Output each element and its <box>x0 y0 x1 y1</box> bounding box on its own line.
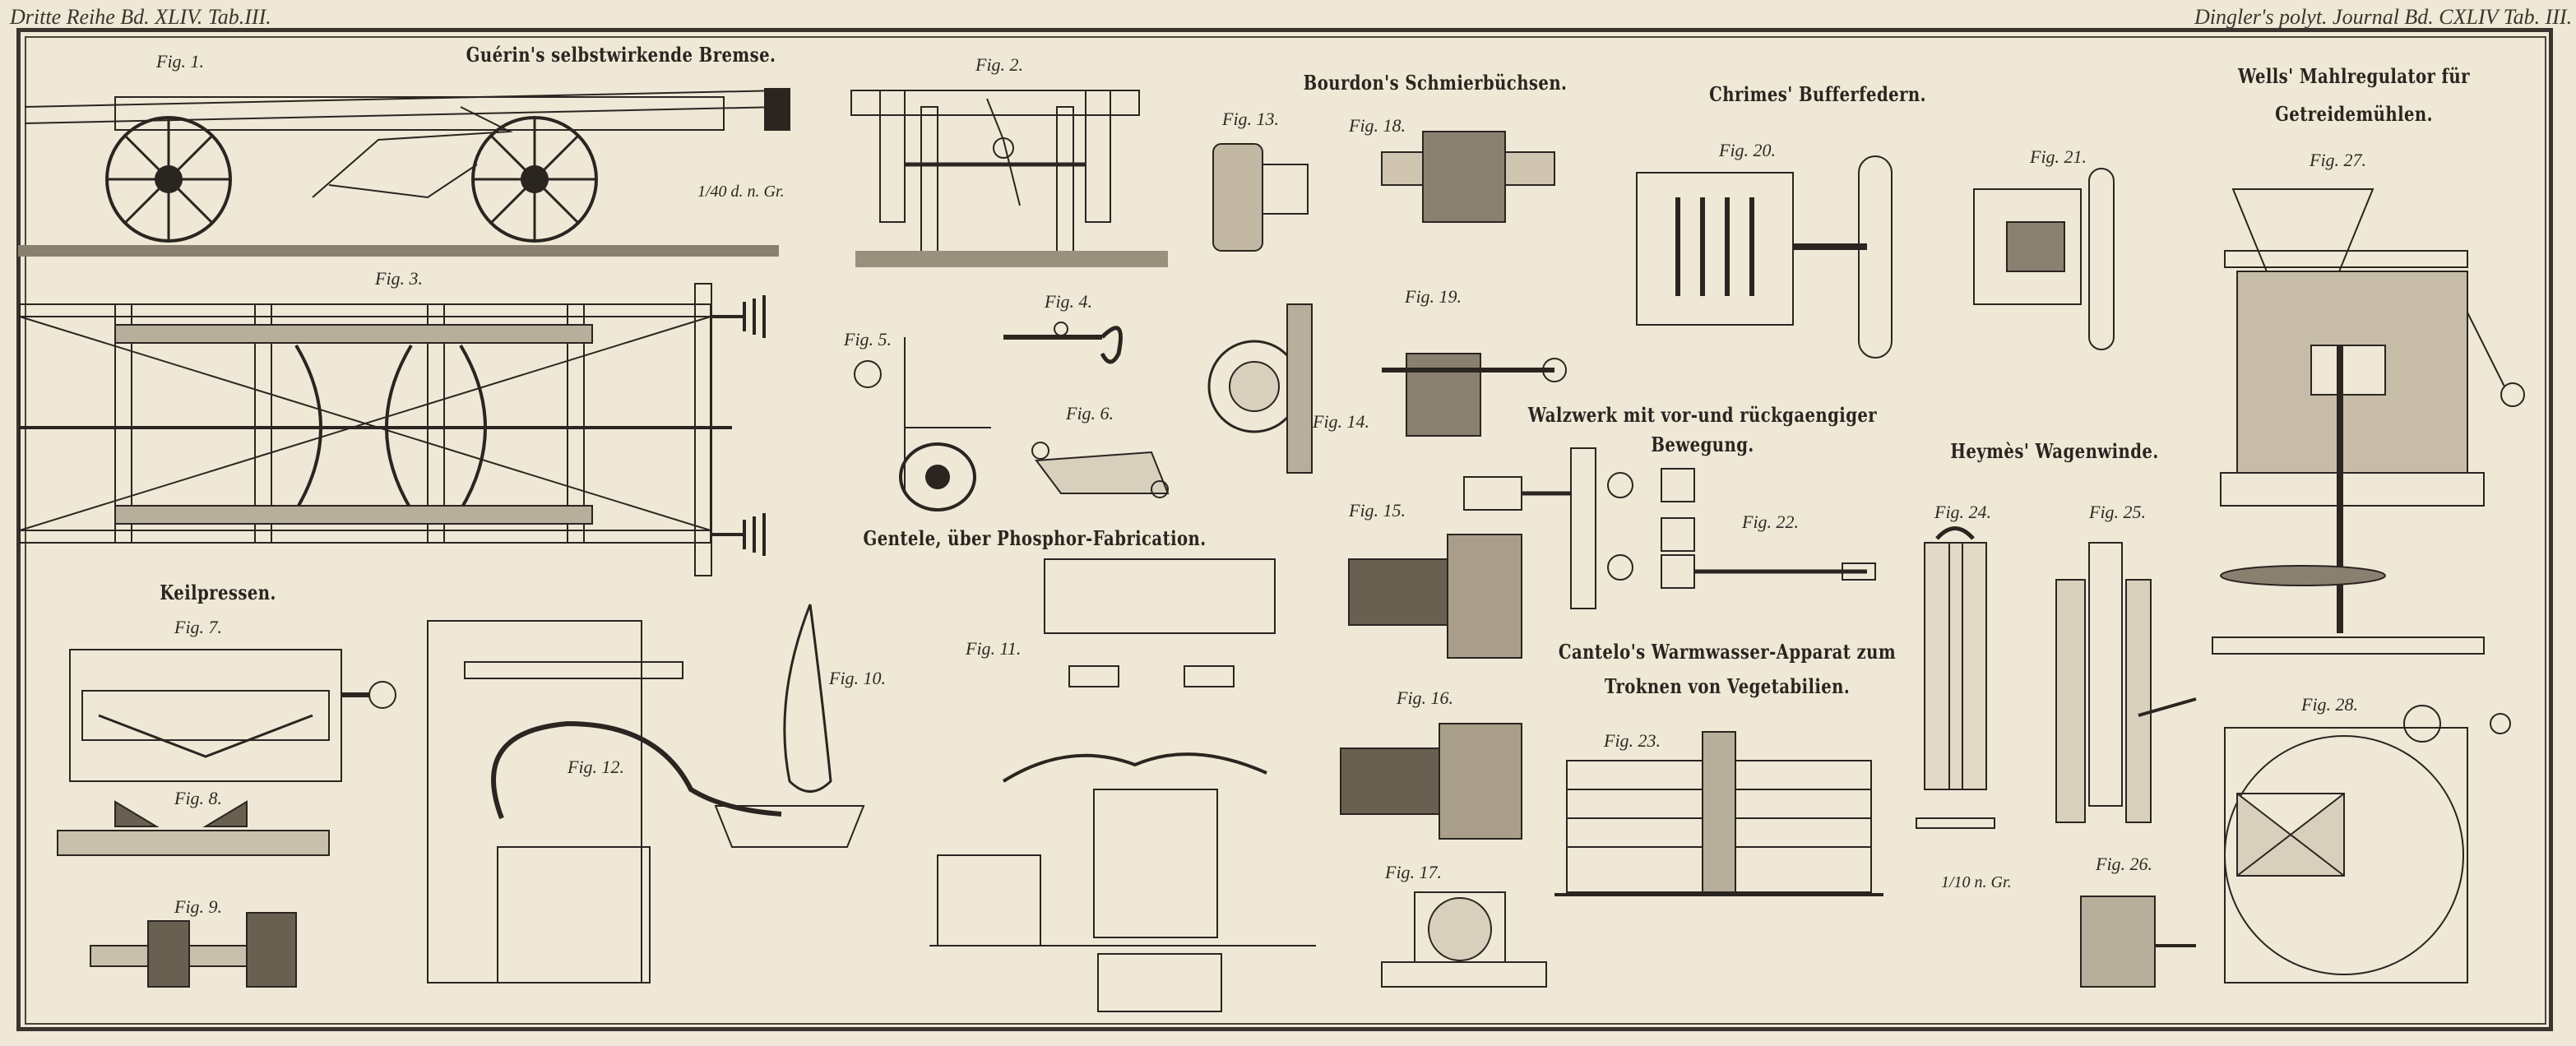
fig21-buffer-spring <box>1974 169 2114 349</box>
fig-label-13: Fig. 13. <box>1222 109 1280 129</box>
fig14-axle-box-section <box>1209 304 1312 473</box>
title-chrimes-buffer-springs: Chrimes' Bufferfedern. <box>1709 82 1926 106</box>
fig24-wagon-jack <box>1916 529 1995 829</box>
fig28-mill-regulator-plan <box>2225 706 2510 983</box>
fig-label-5: Fig. 5. <box>844 329 892 349</box>
title-guerin-brake: Guérin's selbstwirkende Bremse. <box>466 43 776 67</box>
fig1-brake-side-view <box>18 89 790 257</box>
fig-label-12: Fig. 12. <box>568 757 625 777</box>
fig-label-9: Fig. 9. <box>174 896 223 917</box>
fig-label-24: Fig. 24. <box>1934 502 1992 522</box>
fig-label-14: Fig. 14. <box>1313 411 1370 432</box>
fig-label-10: Fig. 10. <box>829 668 887 688</box>
fig18-lubricator <box>1382 132 1554 222</box>
fig-label-22: Fig. 22. <box>1742 511 1800 532</box>
fig16-lubricator-section <box>1341 724 1522 839</box>
fig19-lubricator <box>1382 354 1566 436</box>
fig17-bearing <box>1382 892 1546 987</box>
fig5-lever-ratchet <box>855 337 991 510</box>
fig26-wagon-jack-plan <box>2081 896 2196 987</box>
fig-label-19: Fig. 19. <box>1405 286 1462 307</box>
fig-label-25: Fig. 25. <box>2089 502 2147 522</box>
fig-label-4: Fig. 4. <box>1045 291 1093 312</box>
fig-label-3: Fig. 3. <box>375 268 424 289</box>
fig-label-20: Fig. 20. <box>1719 140 1777 160</box>
fig25-wagon-jack <box>2056 543 2196 822</box>
title-cantelo-2: Troknen von Vegetabilien. <box>1604 674 1851 698</box>
fig22-rolling-mill <box>1464 448 1875 609</box>
fig-label-6: Fig. 6. <box>1066 403 1114 423</box>
plate-header-right: Dingler's polyt. Journal Bd. CXLIV Tab. … <box>2194 5 2573 29</box>
fig12-retort-furnace <box>428 621 864 983</box>
plate-header-left: Dritte Reihe Bd. XLIV. Tab.III. <box>10 5 271 29</box>
fig27-mill-regulator <box>2212 189 2524 654</box>
fig-label-1: Fig. 1. <box>156 51 205 72</box>
fig3-brake-plan-view <box>20 284 764 576</box>
fig-label-15: Fig. 15. <box>1349 500 1406 521</box>
title-wells-regulator-2: Getreidemühlen. <box>2275 102 2433 126</box>
title-bourdon-lubricators: Bourdon's Schmierbüchsen. <box>1303 71 1568 95</box>
fig-label-26: Fig. 26. <box>2096 854 2153 874</box>
plate-outer-border <box>16 28 2553 1031</box>
title-walzwerk-1: Walzwerk mit vor-und rückgaengiger <box>1527 403 1878 427</box>
fig15-lubricator-section <box>1349 535 1522 658</box>
fig-label-2: Fig. 2. <box>975 54 1024 75</box>
title-walzwerk-2: Bewegung. <box>1651 433 1754 456</box>
fig7-wedge-press <box>70 650 396 781</box>
fig11-phosphor-apparatus <box>929 559 1316 1011</box>
fig9-wedge-screw <box>90 913 296 987</box>
fig10-retort-flask <box>785 604 831 792</box>
fig-label-28: Fig. 28. <box>2301 694 2359 715</box>
fig-label-23: Fig. 23. <box>1604 730 1661 751</box>
title-heymes-jack: Heymès' Wagenwinde. <box>1950 439 2159 463</box>
title-cantelo-1: Cantelo's Warmwasser-Apparat zum <box>1558 640 1897 664</box>
fig23-warm-water-dryer <box>1554 732 1883 895</box>
fig-label-27: Fig. 27. <box>2310 150 2367 170</box>
title-wells-regulator-1: Wells' Mahlregulator für <box>2238 64 2470 88</box>
fig6-crank <box>1032 442 1168 498</box>
scale-note-fig1: 1/40 d. n. Gr. <box>697 183 785 201</box>
title-gentele-phosphor: Gentele, über Phosphor-Fabrication. <box>863 526 1207 550</box>
fig-label-18: Fig. 18. <box>1349 115 1406 136</box>
fig2-brake-end-view <box>851 90 1168 267</box>
fig-label-16: Fig. 16. <box>1397 687 1454 708</box>
fig-label-8: Fig. 8. <box>174 788 223 808</box>
fig-label-11: Fig. 11. <box>966 638 1022 659</box>
fig4-hook <box>1003 322 1121 362</box>
fig-label-17: Fig. 17. <box>1385 862 1443 882</box>
fig8-wedge-screw <box>58 802 329 855</box>
fig13-axle-box <box>1213 144 1308 251</box>
fig20-buffer-spring <box>1637 156 1892 358</box>
fig-label-7: Fig. 7. <box>174 617 223 637</box>
title-keilpressen: Keilpressen. <box>160 581 276 604</box>
fig-label-21: Fig. 21. <box>2030 146 2087 167</box>
scale-note-fig24: 1/10 n. Gr. <box>1941 873 2012 891</box>
